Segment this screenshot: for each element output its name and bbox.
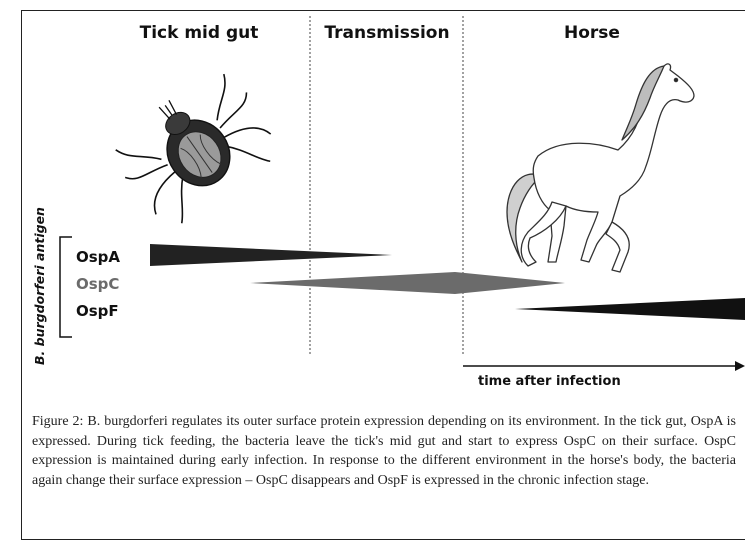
time-axis-arrowhead [735,361,745,371]
tick-icon [103,61,286,234]
ospf-expression-wedge [515,298,745,320]
ospa-expression-wedge [150,244,392,266]
y-axis-label: B. burgdorferi antigen [32,207,47,365]
protein-label-ospf: OspF [76,302,119,320]
protein-label-ospc: OspC [76,275,119,293]
ospc-expression-diamond [250,272,565,294]
expression-diagram: Tick mid gut Transmission Horse B. burgd… [0,0,745,400]
stage-heading-transmission: Transmission [324,23,449,43]
time-axis-label: time after infection [478,374,621,389]
stage-heading-horse: Horse [564,23,620,43]
protein-label-ospa: OspA [76,248,120,266]
protein-bracket [60,237,72,337]
figure-caption: Figure 2: B. burgdorferi regulates its o… [32,412,736,490]
horse-icon [507,64,694,272]
stage-heading-tick-mid-gut: Tick mid gut [140,23,259,43]
